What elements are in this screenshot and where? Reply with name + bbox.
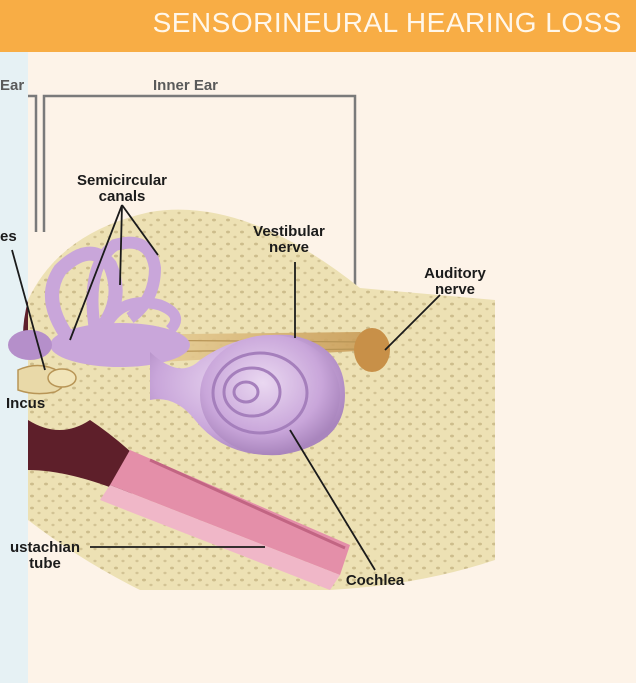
cochlea-shape: [150, 334, 345, 456]
region-brackets: [28, 94, 357, 290]
label-ossicles: es: [0, 228, 17, 245]
incus-bone: [17, 364, 77, 395]
label-incus: Incus: [6, 395, 46, 412]
inner-ear-bracket: [42, 94, 357, 290]
middle-ear-bracket: [28, 94, 38, 232]
label-eustachian-tube: ustachian tube: [9, 539, 81, 572]
label-cochlea: Cochlea: [345, 572, 405, 589]
page-title: SENSORINEURAL HEARING LOSS: [152, 7, 622, 38]
left-panel-strip: [0, 40, 28, 683]
vestibular-labyrinth: [45, 236, 182, 345]
region-label-ear: Ear: [0, 77, 25, 94]
label-auditory-nerve: Auditory nerve: [424, 265, 486, 298]
eustachian-tube-wall: [100, 485, 340, 590]
region-label-inner-ear: Inner Ear: [153, 77, 219, 94]
vestibule: [50, 323, 190, 367]
eustachian-tube: [110, 450, 350, 575]
leader-lines: [11, 204, 441, 571]
middle-ear-cavity: [23, 300, 150, 495]
label-vestibular-nerve: Vestibular nerve: [253, 223, 325, 256]
label-semicircular-canals: Semicircular canals: [76, 172, 168, 205]
title-bar: SENSORINEURAL HEARING LOSS: [0, 0, 636, 52]
